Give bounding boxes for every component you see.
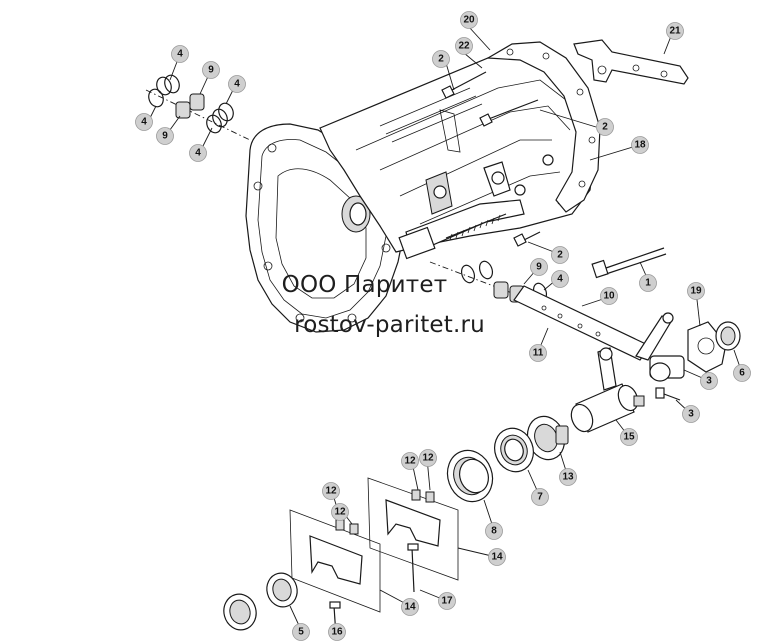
transmission-housing [245, 41, 601, 333]
callout-badge-16: 16 [328, 623, 346, 641]
slave-cylinder-part-15 [570, 383, 645, 433]
callout-badge-4: 4 [189, 144, 207, 162]
callout-badge-9: 9 [156, 127, 174, 145]
callout-number: 17 [441, 596, 453, 607]
callout-badge-2: 2 [551, 246, 569, 264]
callout-badge-15: 15 [620, 428, 638, 446]
callout-badge-20: 20 [460, 11, 478, 29]
callout-number: 13 [562, 472, 574, 483]
seals-part-5 [223, 572, 298, 631]
callout-number: 4 [141, 117, 147, 128]
callout-badge-21: 21 [666, 22, 684, 40]
callout-number: 16 [331, 627, 343, 638]
callout-number: 14 [404, 602, 416, 613]
callout-number: 12 [404, 456, 416, 467]
callout-badge-13: 13 [559, 468, 577, 486]
circlips-and-bushes-top [145, 74, 251, 141]
callout-number: 18 [634, 140, 646, 151]
callout-badge-9: 9 [530, 258, 548, 276]
callout-number: 4 [177, 49, 183, 60]
callout-number: 10 [603, 291, 615, 302]
bolt-part-1 [591, 247, 667, 279]
callout-badge-10: 10 [600, 287, 618, 305]
callout-number: 4 [557, 274, 563, 285]
callout-badge-12: 12 [419, 449, 437, 467]
callout-badge-4: 4 [135, 113, 153, 131]
callout-badge-12: 12 [331, 503, 349, 521]
callout-number: 4 [234, 79, 240, 90]
callout-number: 5 [298, 627, 304, 638]
callout-badge-8: 8 [485, 522, 503, 540]
shift-fork-lower-part-14 [289, 509, 381, 637]
callout-badge-9: 9 [202, 61, 220, 79]
bracket-part-21 [573, 39, 689, 85]
callout-number: 6 [739, 368, 745, 379]
callout-number: 2 [557, 250, 563, 261]
callout-number: 15 [623, 432, 635, 443]
callout-badge-11: 11 [529, 344, 547, 362]
callout-number: 2 [602, 122, 608, 133]
callout-badge-19: 19 [687, 282, 705, 300]
callout-number: 7 [537, 492, 543, 503]
callout-badge-14: 14 [488, 548, 506, 566]
callout-badge-1: 1 [639, 274, 657, 292]
callout-badge-12: 12 [401, 452, 419, 470]
callout-number: 12 [422, 453, 434, 464]
watermark-website: rostov-paritet.ru [294, 312, 485, 338]
shift-shaft-assembly [429, 260, 741, 401]
watermark-company-name: ООО Паритет [281, 272, 448, 298]
callout-number: 12 [334, 507, 346, 518]
callout-badge-3: 3 [700, 372, 718, 390]
callout-number: 4 [195, 148, 201, 159]
callout-badge-2: 2 [432, 50, 450, 68]
callout-badge-4: 4 [228, 75, 246, 93]
callout-number: 22 [458, 41, 470, 52]
release-bearing-part-13 [526, 415, 569, 461]
callout-badge-6: 6 [733, 364, 751, 382]
callout-number: 11 [533, 348, 544, 359]
callout-badge-22: 22 [455, 37, 473, 55]
callout-number: 3 [688, 409, 694, 420]
callout-number: 9 [536, 262, 542, 273]
callout-badge-3: 3 [682, 405, 700, 423]
callout-number: 19 [690, 286, 702, 297]
callout-badge-17: 17 [438, 592, 456, 610]
callout-badge-2: 2 [596, 118, 614, 136]
callout-number: 2 [438, 54, 444, 65]
callout-badge-12: 12 [322, 482, 340, 500]
callout-number: 21 [669, 26, 681, 37]
shift-fork-upper-part-14 [367, 477, 459, 593]
callout-badge-4: 4 [171, 45, 189, 63]
callout-number: 1 [645, 278, 651, 289]
callout-badge-7: 7 [531, 488, 549, 506]
callout-badge-4: 4 [551, 270, 569, 288]
callout-number: 20 [463, 15, 475, 26]
callout-number: 8 [491, 526, 497, 537]
callout-badge-18: 18 [631, 136, 649, 154]
oil-seal-part-7 [494, 427, 534, 473]
callout-number: 3 [706, 376, 712, 387]
ring-part-8 [446, 449, 494, 503]
callout-number: 9 [208, 65, 214, 76]
callout-badge-5: 5 [292, 623, 310, 641]
callout-number: 9 [162, 131, 168, 142]
callout-number: 14 [491, 552, 503, 563]
callout-badge-14: 14 [401, 598, 419, 616]
callout-number: 12 [325, 486, 337, 497]
